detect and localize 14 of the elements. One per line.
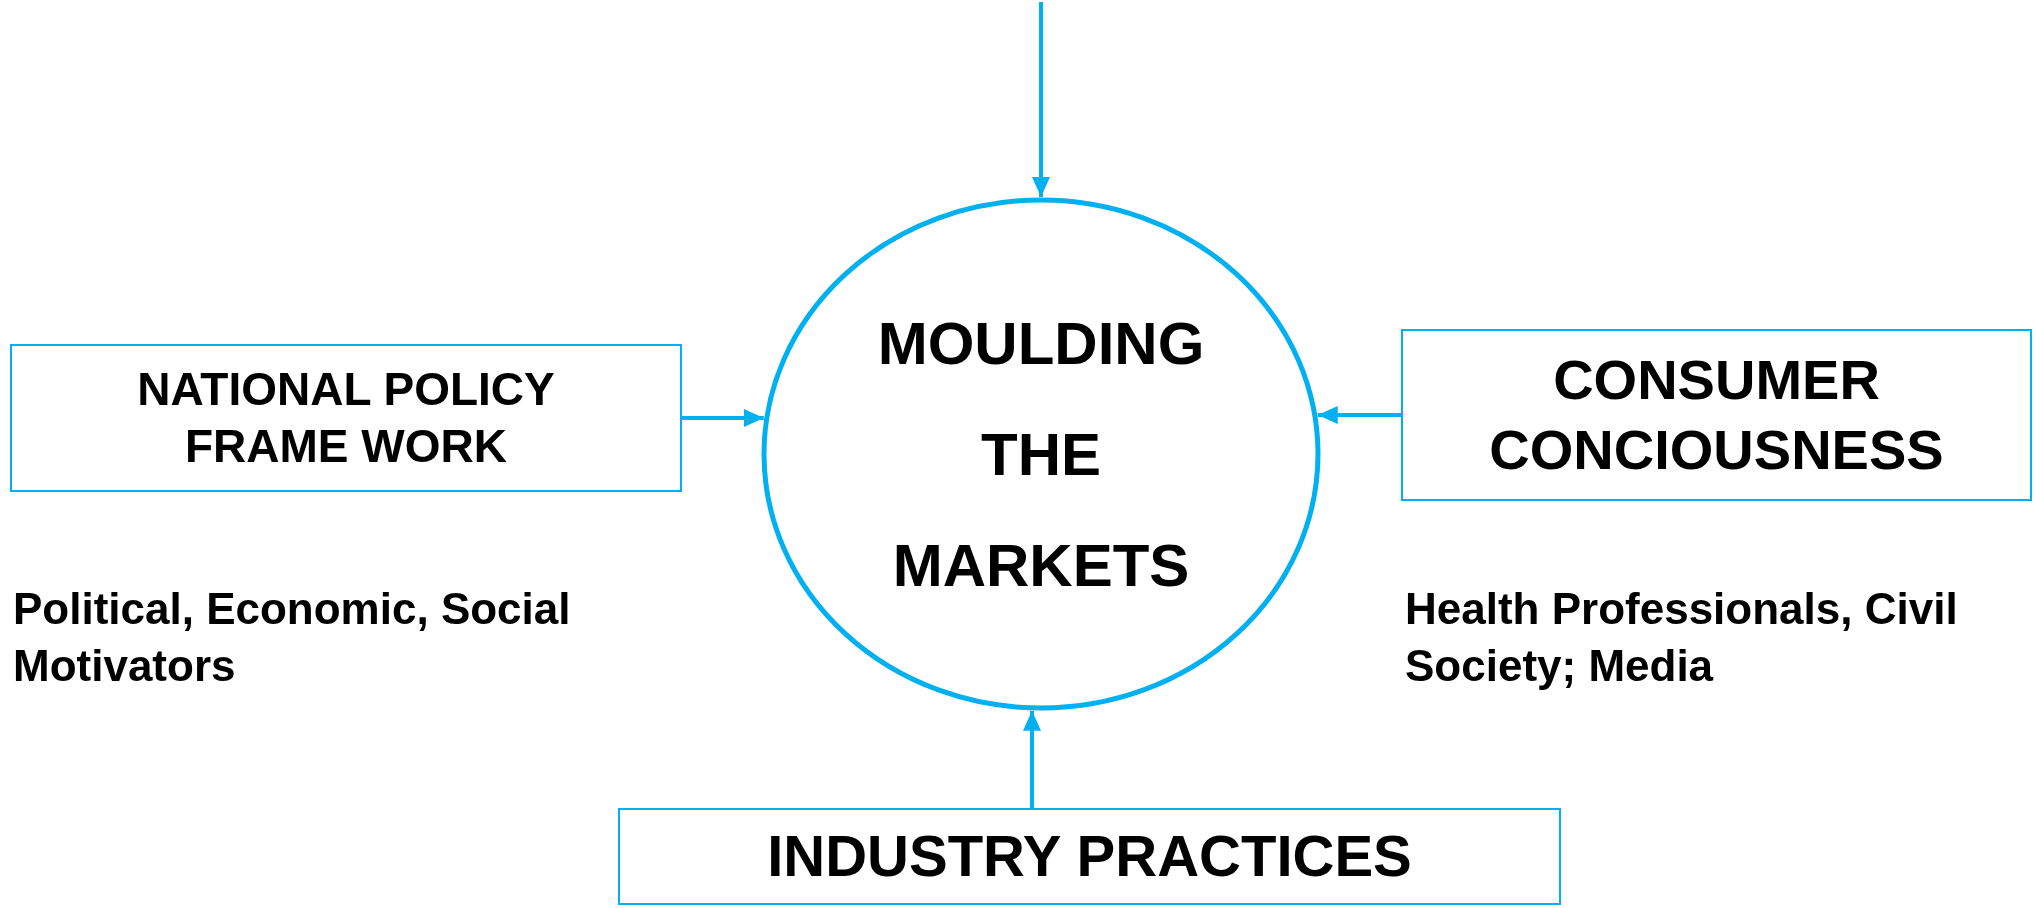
node-label: INDUSTRY PRACTICES: [766, 822, 1413, 891]
factor-box: [1401, 329, 2032, 501]
arrow: [682, 409, 764, 427]
arrow: [1317, 406, 1401, 424]
arrow: [1032, 2, 1050, 197]
node-label: MOULDING THE MARKETS: [876, 308, 1206, 601]
arrow: [1023, 710, 1041, 808]
node-label: CONSUMER CONCIOUSNESS: [1488, 347, 1945, 483]
factor-box: [618, 808, 1561, 905]
factor-box: [10, 344, 682, 492]
note-text: Political, Economic, Social Motivators: [13, 583, 572, 693]
central-circle: [761, 197, 1321, 711]
node-label: NATIONAL POLICY FRAME WORK: [136, 361, 556, 474]
note-text: Health Professionals, Civil Society; Media: [1405, 583, 1959, 693]
